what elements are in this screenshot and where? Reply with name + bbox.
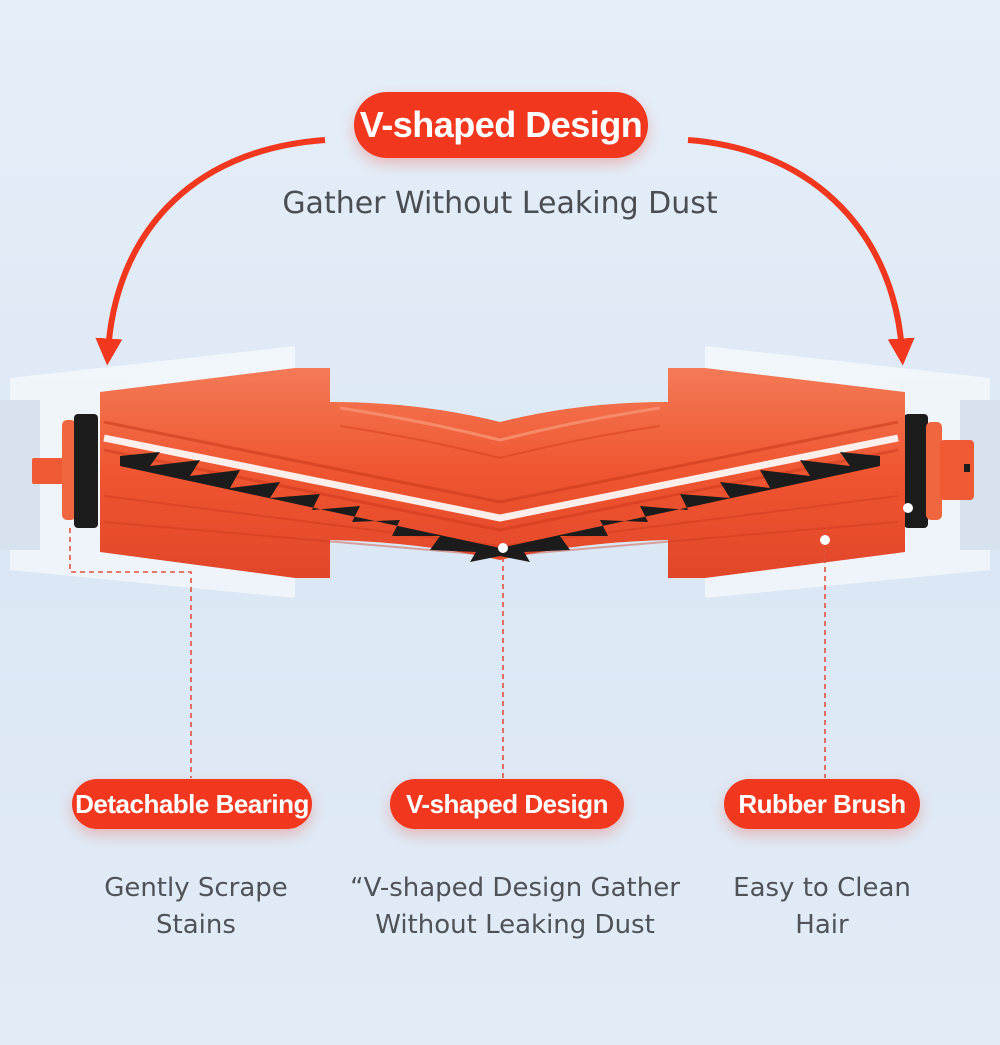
feature-desc-line: Easy to Clean (733, 873, 911, 903)
feature-desc-line: Gently Scrape (104, 873, 288, 903)
feature-badge-v-shaped: V-shaped Design (390, 779, 624, 829)
feature-desc-line: “V-shaped Design Gather (350, 873, 680, 903)
feature-desc-line: Stains (156, 910, 236, 940)
end-cap (904, 414, 974, 528)
callout-dots (498, 503, 913, 553)
feature-desc-line: Without Leaking Dust (375, 910, 655, 940)
feature-badge-bearing: Detachable Bearing (72, 779, 312, 829)
feature-desc-line: Hair (795, 910, 849, 940)
right-curved-arrow (687, 137, 915, 366)
left-curved-arrow (95, 137, 326, 366)
header-badge: V-shaped Design (354, 92, 648, 158)
feature-desc-v-shaped: “V-shaped Design Gather Without Leaking … (330, 870, 700, 944)
feature-desc-bearing: Gently Scrape Stains (80, 870, 312, 944)
header-subtitle: Gather Without Leaking Dust (282, 186, 718, 221)
v-shaped-bristles (120, 452, 880, 562)
callout-lines (69, 528, 826, 778)
detachable-bearing (32, 414, 98, 528)
feature-badge-rubber: Rubber Brush (724, 779, 920, 829)
feature-desc-rubber: Easy to Clean Hair (704, 870, 940, 944)
